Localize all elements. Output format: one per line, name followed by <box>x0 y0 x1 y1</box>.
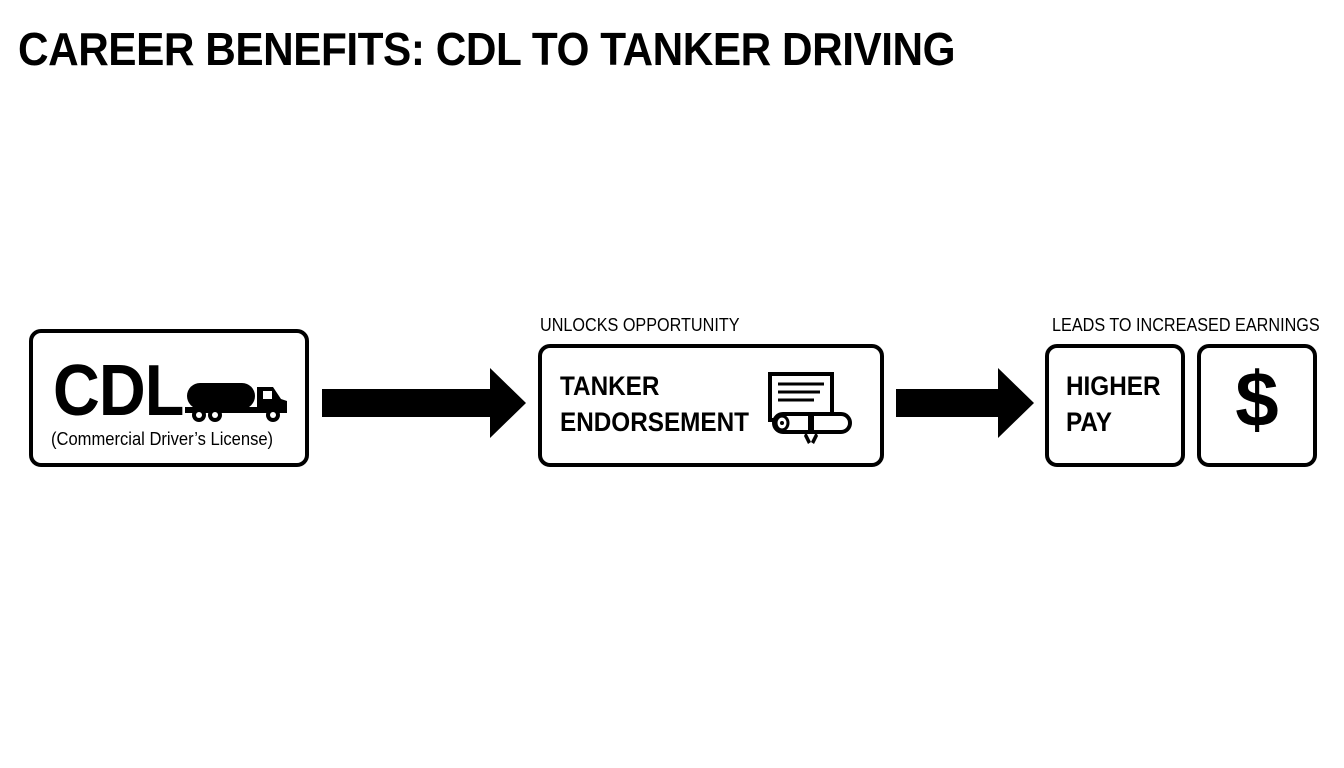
dollar-box: $ <box>1197 344 1317 467</box>
pay-label-line1: HIGHER <box>1066 371 1161 401</box>
arrow-right-icon <box>896 368 1034 438</box>
cdl-box: CDL (Commercial Driver’s License) <box>29 329 309 467</box>
tanker-endorsement-label: TANKER ENDORSEMENT <box>560 368 749 440</box>
certificate-diploma-icon <box>768 372 852 444</box>
tanker-label-line2: ENDORSEMENT <box>560 407 750 437</box>
higher-pay-box: HIGHER PAY <box>1045 344 1185 467</box>
arrow-right-icon <box>322 368 526 438</box>
caption-leads-to-increased-earnings: LEADS TO INCREASED EARNINGS <box>1052 315 1320 335</box>
tanker-label-line1: TANKER <box>560 371 660 401</box>
cdl-sublabel: (Commercial Driver’s License) <box>51 429 274 449</box>
dollar-sign-icon: $ <box>1235 355 1279 443</box>
cdl-label: CDL <box>53 351 184 431</box>
caption-unlocks-opportunity: UNLOCKS OPPORTUNITY <box>540 315 740 335</box>
pay-label-line2: PAY <box>1066 407 1112 437</box>
higher-pay-label: HIGHER PAY <box>1066 368 1161 440</box>
tanker-endorsement-box: TANKER ENDORSEMENT <box>538 344 884 467</box>
tanker-truck-icon <box>185 383 287 422</box>
page-title: CAREER BENEFITS: CDL TO TANKER DRIVING <box>18 23 956 75</box>
